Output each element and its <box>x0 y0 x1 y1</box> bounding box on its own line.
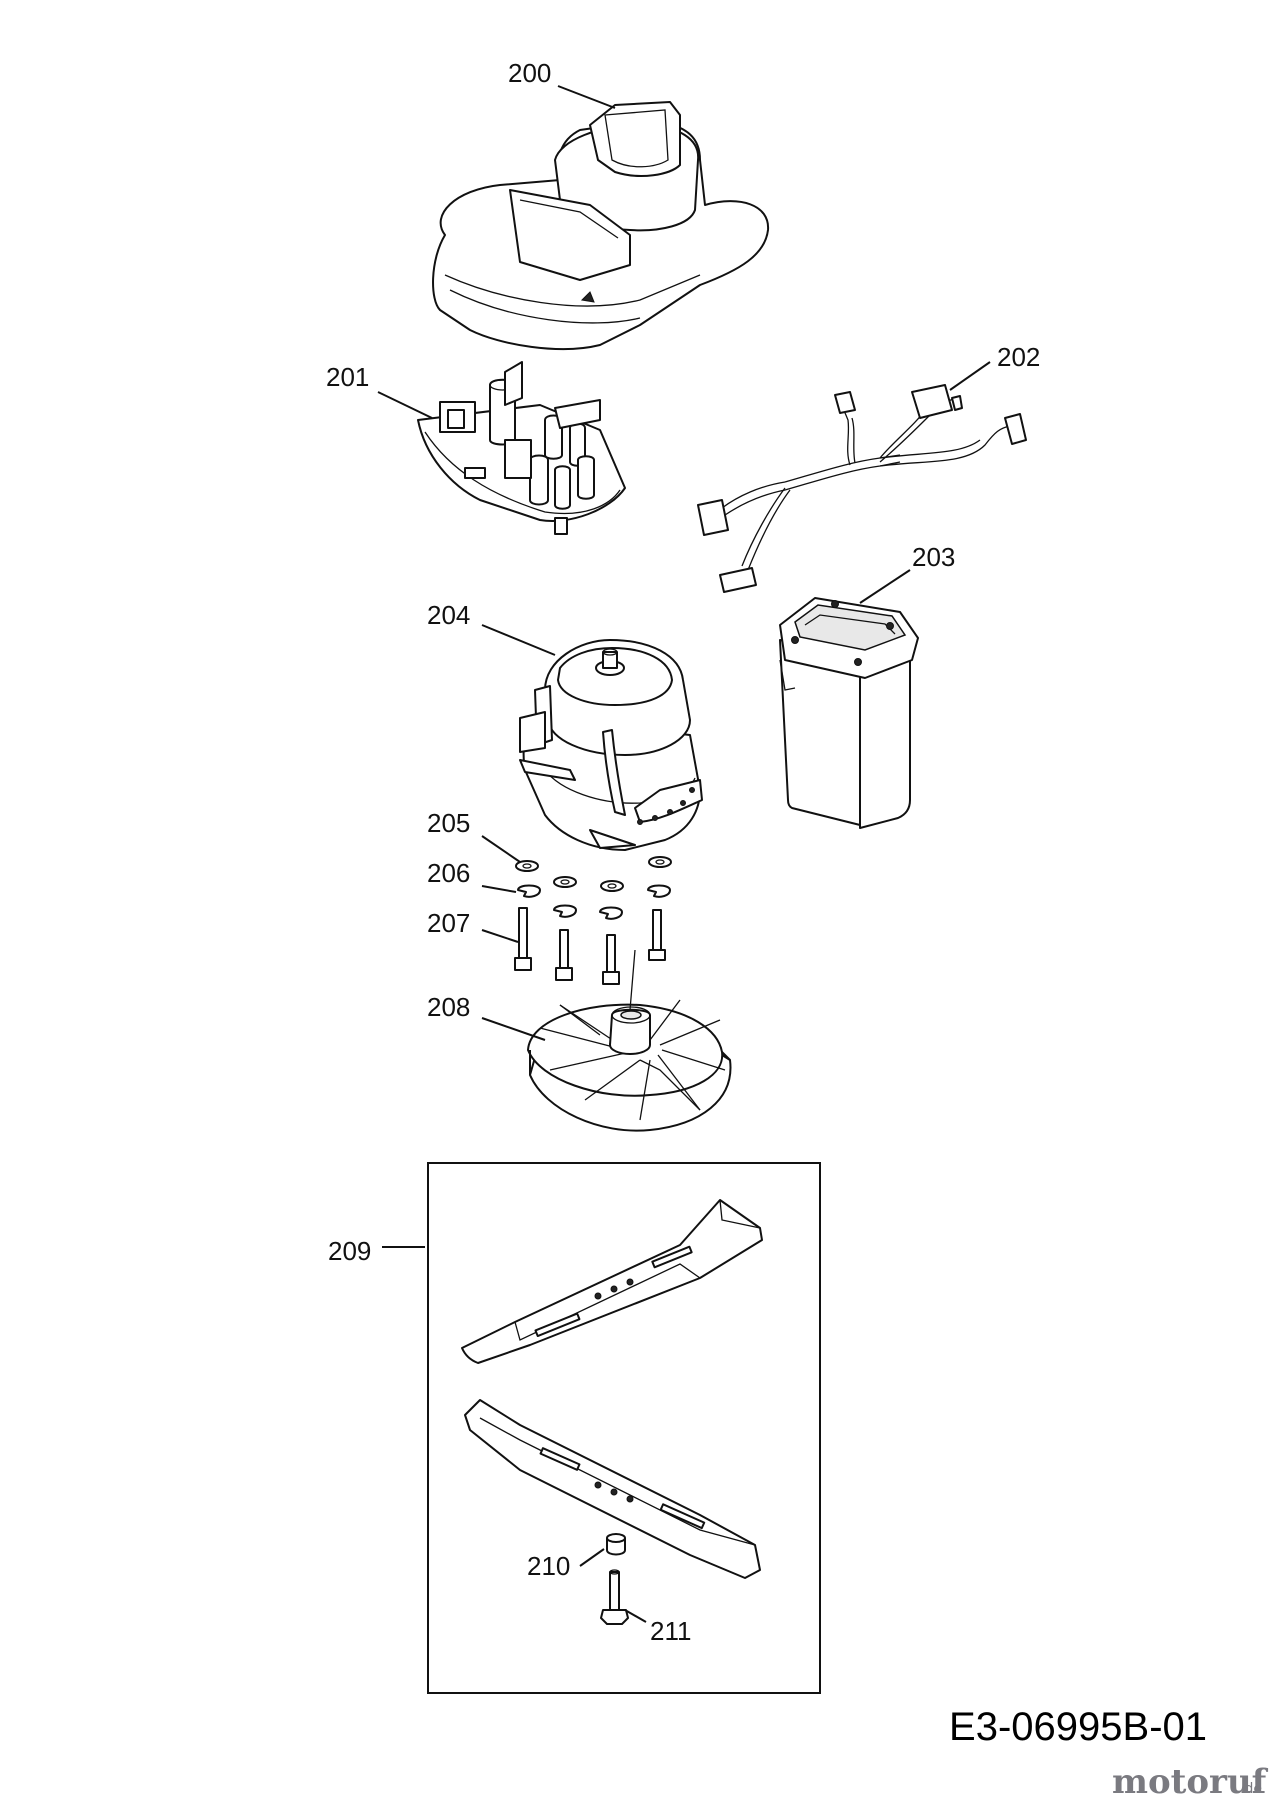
label-210: 210 <box>527 1551 570 1581</box>
label-206: 206 <box>427 858 470 888</box>
part-205-washers <box>515 856 672 892</box>
label-201: 201 <box>326 362 369 392</box>
label-200: 200 <box>508 58 551 88</box>
part-203-battery <box>779 597 919 829</box>
label-211: 211 <box>650 1616 691 1646</box>
leader-202 <box>949 361 991 391</box>
leader-200 <box>557 85 616 109</box>
leader-203 <box>859 569 911 604</box>
leader-201 <box>377 391 433 419</box>
brand-name: motoruf <box>1112 1762 1269 1800</box>
leader-208 <box>481 1017 546 1041</box>
label-209: 209 <box>328 1236 371 1266</box>
part-209-blade-upper <box>461 1199 763 1364</box>
label-207: 207 <box>427 908 470 938</box>
label-202: 202 <box>997 342 1040 372</box>
part-200-housing-cover <box>432 101 770 350</box>
leader-211 <box>624 1609 647 1623</box>
leader-210 <box>579 1548 605 1567</box>
leader-207 <box>481 929 519 943</box>
part-208-fan <box>527 949 732 1132</box>
part-207-screws <box>514 907 666 985</box>
label-203: 203 <box>912 542 955 572</box>
leader-204 <box>481 624 556 656</box>
part-211-bolt <box>600 1569 629 1625</box>
part-202-wiring-harness <box>697 384 1027 593</box>
part-206-lock-washers <box>517 884 671 920</box>
leader-205 <box>481 835 521 863</box>
brand-suffix: .de <box>1240 1781 1262 1797</box>
label-208: 208 <box>427 992 470 1022</box>
leader-206 <box>481 885 517 893</box>
part-209-blade-kit-frame <box>427 1162 821 1694</box>
drawing-code: E3-06995B-01 <box>949 1705 1207 1749</box>
label-205: 205 <box>427 808 470 838</box>
brand-logo: motoruf .de <box>1112 1762 1269 1800</box>
part-204-motor <box>519 639 703 851</box>
part-210-spacer <box>606 1533 626 1556</box>
part-201-circuit-board <box>417 361 626 535</box>
part-209-blade-lower <box>464 1399 761 1579</box>
label-204: 204 <box>427 600 470 630</box>
